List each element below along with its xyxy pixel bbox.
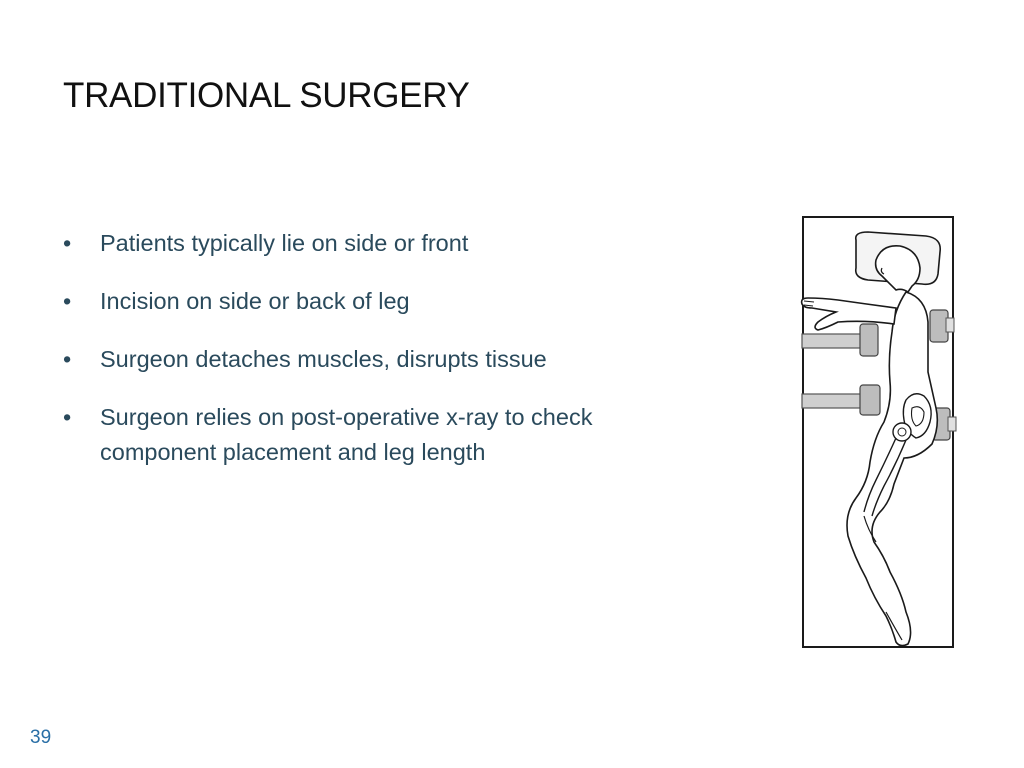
bullet-marker: • bbox=[63, 288, 72, 314]
support-bar-upper bbox=[801, 333, 863, 349]
bullet-marker: • bbox=[63, 346, 72, 372]
bullet-item: • Surgeon detaches muscles, disrupts tis… bbox=[63, 342, 713, 377]
bullet-text: Surgeon detaches muscles, disrupts tissu… bbox=[100, 346, 547, 372]
bullet-text: Surgeon relies on post-operative x-ray t… bbox=[100, 404, 593, 465]
support-clamp-sacrum bbox=[947, 416, 957, 432]
support-pad-chest bbox=[859, 323, 879, 357]
bullet-marker: • bbox=[63, 230, 72, 256]
patient-arm bbox=[800, 297, 897, 331]
bullet-marker: • bbox=[63, 404, 72, 430]
pelvis-bone bbox=[902, 393, 932, 439]
patient-head bbox=[874, 244, 921, 294]
slide-title: TRADITIONAL SURGERY bbox=[63, 76, 470, 115]
femur-bone bbox=[863, 437, 897, 513]
support-pad-back bbox=[929, 309, 949, 343]
bullet-list: • Patients typically lie on side or fron… bbox=[63, 226, 713, 493]
bullet-item: • Surgeon relies on post-operative x-ray… bbox=[63, 400, 713, 470]
bullet-text: Incision on side or back of leg bbox=[100, 288, 410, 314]
patient-illustration-icon bbox=[800, 216, 957, 648]
patient-lateral-position-illustration bbox=[756, 212, 962, 652]
support-bar-lower bbox=[801, 393, 863, 409]
page-number: 39 bbox=[30, 727, 52, 748]
bullet-item: • Patients typically lie on side or fron… bbox=[63, 226, 713, 261]
bullet-text: Patients typically lie on side or front bbox=[100, 230, 469, 256]
support-clamp-back bbox=[945, 317, 955, 333]
hip-joint bbox=[892, 422, 912, 442]
bullet-item: • Incision on side or back of leg bbox=[63, 284, 713, 319]
support-pad-pelvis bbox=[859, 384, 881, 416]
